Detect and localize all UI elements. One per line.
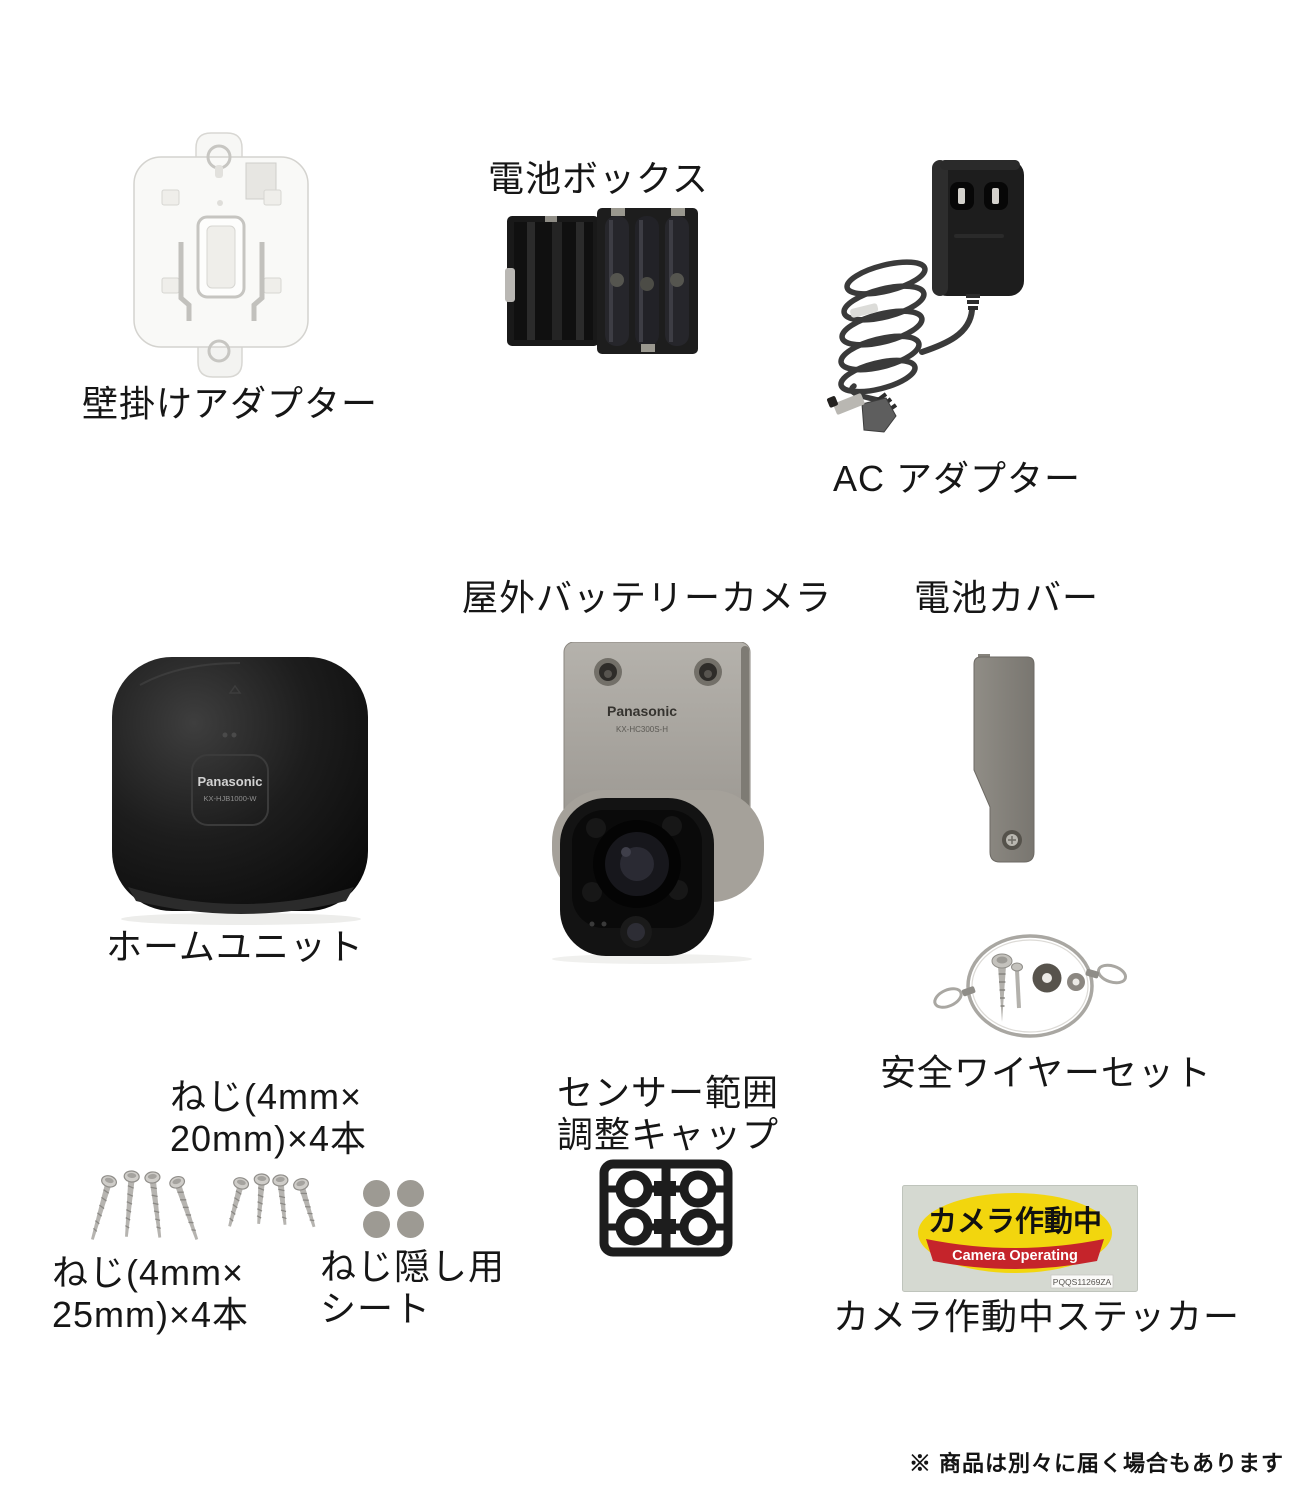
cable-tie (850, 303, 879, 318)
small-washer (1067, 973, 1085, 991)
screw-cover-sheet-label: ねじ隠し用 シート (320, 1246, 506, 1329)
camera-screw-hole (594, 658, 622, 686)
home-unit-model-text: KX-HJB1000-W (204, 794, 258, 803)
cover-dot (363, 1180, 390, 1207)
screws-25mm-image (88, 1169, 200, 1243)
plug-prong (992, 188, 999, 204)
outdoor-camera-label: 屋外バッテリーカメラ (462, 577, 833, 618)
camera-operating-sticker-label: カメラ作動中ステッカー (833, 1296, 1241, 1337)
battery-cover-label: 電池カバー (914, 577, 1100, 618)
battery-box-image (505, 208, 698, 354)
ac-adapter-label: AC アダプター (833, 458, 1082, 499)
footnote-text: ※ 商品は別々に届く場合もあります (908, 1451, 1284, 1476)
camera-brand-text: Panasonic (607, 703, 677, 719)
dc-plug (827, 393, 897, 433)
cover-screw (1002, 830, 1022, 850)
home-unit-brand-text: Panasonic (197, 774, 262, 789)
camera-lens (593, 820, 681, 908)
safety-wire-label: 安全ワイヤーセット (880, 1052, 1212, 1093)
home-unit-body (112, 657, 368, 911)
sticker-band (926, 1239, 1104, 1269)
screws-20mm-image (226, 1172, 316, 1230)
camera-operating-sticker-image: カメラ作動中 Camera Operating PQQS11269ZA (902, 1185, 1138, 1292)
wire-screw (991, 953, 1013, 1022)
sensor-cap-ring (615, 1170, 717, 1246)
sticker-jp-text: カメラ作動中 (928, 1205, 1102, 1238)
camera-model-text: KX-HC300S-H (616, 725, 668, 734)
cover-dot (397, 1211, 424, 1238)
large-washer (1032, 963, 1062, 993)
home-unit-image: Panasonic KX-HJB1000-W (112, 657, 368, 925)
cover-dot (397, 1180, 424, 1207)
camera-screw-hole (694, 658, 722, 686)
screws-25mm-label: ねじ(4mm× 25mm)×4本 (52, 1252, 250, 1335)
sensor-caps-label: センサー範囲 調整キャップ (557, 1072, 780, 1155)
cover-dot (363, 1211, 390, 1238)
sticker-code-text: PQQS11269ZA (1053, 1277, 1112, 1287)
sensor-caps-image (599, 1159, 733, 1257)
sensor-lens (620, 916, 652, 948)
screws-20mm-label: ねじ(4mm× 20mm)×4本 (170, 1076, 368, 1159)
ac-adapter-image (827, 160, 1024, 433)
outdoor-camera-image: Panasonic KX-HC300S-H (552, 642, 764, 964)
battery-cover-image (973, 654, 1035, 863)
safety-wire-image (933, 934, 1128, 1038)
plug-prong (958, 188, 965, 204)
screw-cover-sheet-image (363, 1180, 425, 1240)
sticker-en-text: Camera Operating (952, 1248, 1078, 1264)
home-unit-label: ホームユニット (106, 926, 364, 967)
battery-box-label: 電池ボックス (488, 158, 709, 199)
wall-mount-adapter-image (133, 132, 309, 378)
wall-mount-adapter-label: 壁掛けアダプター (82, 383, 379, 424)
